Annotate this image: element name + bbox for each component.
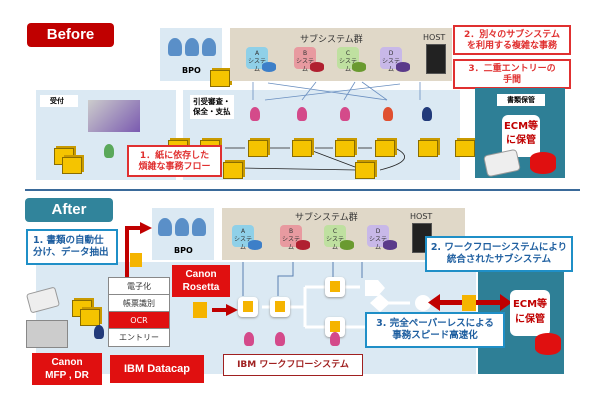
document-icon: [62, 157, 82, 174]
staff-icon: [330, 332, 340, 346]
operator-laptop-icon: [94, 325, 104, 339]
before-subsystem-title: サブシステム群: [300, 35, 363, 45]
before-callout-2: 2．別々のサブシステムを利用する複雑な事務: [453, 25, 571, 55]
database-icon: [396, 62, 410, 72]
document-icon: [210, 70, 230, 87]
workflow-step: [270, 297, 290, 317]
ibm-datacap-label: IBM Datacap: [110, 355, 204, 383]
step-entry: エントリー: [109, 329, 169, 346]
section-divider: [25, 189, 580, 191]
document-icon: [275, 301, 285, 312]
document-icon: [243, 301, 253, 312]
staff-icon: [340, 107, 350, 121]
database-icon: [535, 333, 561, 355]
reception-label: 受付: [40, 95, 78, 107]
database-icon: [340, 240, 354, 250]
after-callout-2: 2. ワークフローシステムにより統合されたサブシステム: [425, 236, 573, 272]
staff-icon: [297, 107, 307, 121]
document-icon: [248, 140, 268, 157]
database-icon: [352, 62, 366, 72]
database-icon: [310, 62, 324, 72]
document-icon: [355, 162, 375, 179]
workflow-step: [238, 297, 258, 317]
before-tag: Before: [27, 23, 114, 47]
document-icon: [292, 140, 312, 157]
document-icon: [193, 302, 207, 318]
before-bpo-label: BPO: [182, 66, 201, 75]
database-icon: [296, 240, 310, 250]
call-center-image: [88, 100, 140, 132]
document-icon: [455, 140, 475, 157]
step-ocr: OCR: [109, 312, 169, 329]
workflow-step: [325, 317, 345, 337]
after-callout-1: 1. 書類の自動仕分け、データ抽出: [26, 229, 118, 265]
before-host-label: HOST: [423, 33, 446, 42]
database-icon: [262, 62, 276, 72]
capture-steps-table: 電子化 帳票識別 OCR エントリー: [108, 277, 170, 347]
after-host-label: HOST: [410, 212, 433, 221]
staff-icon: [244, 332, 254, 346]
document-icon: [130, 253, 142, 267]
after-callout-3: 3. 完全ペーパーレスによる事務スピード高速化: [365, 312, 505, 348]
database-icon: [530, 152, 556, 174]
document-icon: [330, 281, 340, 292]
before-callout-1: 1．紙に依存した煩雑な事務フロー: [127, 145, 222, 177]
step-form-identification: 帳票識別: [109, 295, 169, 312]
review-label: 引受審査・保全・支払: [190, 95, 234, 119]
reception-staff-icon: [104, 144, 114, 158]
after-ecm-box: ECM等に保管: [510, 290, 550, 336]
host-server-icon: [426, 44, 446, 74]
after-bpo-label: BPO: [174, 246, 193, 255]
bpo-people-icon: [168, 38, 216, 56]
staff-laptop-icon: [422, 107, 432, 121]
document-icon: [375, 140, 395, 157]
staff-icon: [250, 107, 260, 121]
document-icon: [462, 295, 476, 311]
after-tag: After: [25, 198, 113, 222]
bpo-people-icon: [158, 218, 206, 236]
document-icon: [80, 309, 100, 326]
ibm-workflow-label: IBM ワークフローシステム: [223, 354, 363, 376]
staff-icon: [275, 332, 285, 346]
storage-label: 書類保管: [497, 94, 545, 106]
database-icon: [383, 240, 397, 250]
document-icon: [330, 321, 340, 332]
after-subsystem-title: サブシステム群: [295, 213, 358, 223]
database-icon: [248, 240, 262, 250]
step-digitize: 電子化: [109, 278, 169, 295]
document-icon: [335, 140, 355, 157]
staff-laptop-icon: [383, 107, 393, 121]
document-icon: [418, 140, 438, 157]
document-icon: [223, 162, 243, 179]
mfp-printer-icon: [26, 320, 68, 348]
workflow-step: [325, 277, 345, 297]
